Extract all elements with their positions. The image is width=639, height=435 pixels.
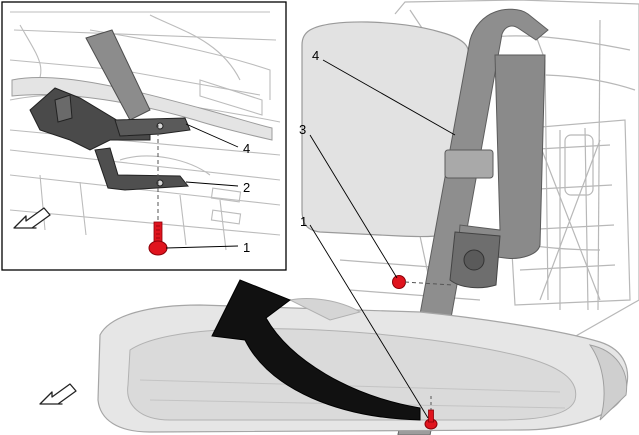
inset-anchor-bolt <box>148 221 168 256</box>
inset-front-arrow-icon <box>13 207 51 229</box>
main-view: 4 3 1 <box>39 0 639 435</box>
inset-belt-strap <box>85 29 151 121</box>
inset-leader-lines <box>165 123 239 249</box>
callout-3-main: 3 <box>299 122 306 137</box>
rotation-arrow <box>211 279 421 421</box>
callout-4-inset: 4 <box>243 141 250 156</box>
main-leader-lines <box>309 59 456 419</box>
callout-4-main: 4 <box>312 48 319 63</box>
retractor-bolt <box>392 275 453 289</box>
callout-1-inset: 1 <box>243 240 250 255</box>
seat-belt-retractor <box>444 54 546 289</box>
front-of-vehicle-arrow-icon <box>39 383 77 405</box>
detail-inset: 4 2 1 <box>1 1 287 271</box>
belt-anchor-bolt <box>424 396 438 430</box>
callout-1-main: 1 <box>300 214 307 229</box>
callout-2-inset: 2 <box>243 180 250 195</box>
